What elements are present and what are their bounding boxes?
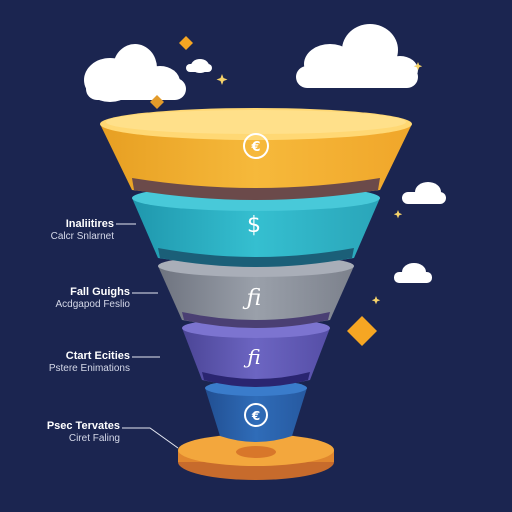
cloud-icon xyxy=(296,24,418,88)
label-4-title: Psec Tervates xyxy=(46,420,120,432)
funnel-base xyxy=(178,434,334,480)
label-2: Fall Guighs Acdgapod Feslio xyxy=(10,286,131,310)
cloud-icon xyxy=(84,44,186,102)
sparkle-icon xyxy=(216,62,423,305)
cloud-icon xyxy=(394,263,432,283)
cloud-icon xyxy=(186,59,212,73)
label-2-subtitle: Acdgapod Feslio xyxy=(55,298,131,310)
label-4: Psec Tervates Ciret Faling xyxy=(10,420,120,444)
diamond-icon xyxy=(179,36,193,50)
label-3-subtitle: Pstere Enimations xyxy=(48,362,130,374)
diamond-icon xyxy=(347,316,377,346)
label-3-title: Ctart Ecities xyxy=(65,350,130,362)
diamond-icon xyxy=(150,95,164,109)
leader-line-4 xyxy=(122,427,179,449)
tier-1-icon: € xyxy=(243,133,269,159)
tier-2-icon: $ xyxy=(247,213,261,238)
tier-3-icon: ƒi xyxy=(242,286,262,311)
label-1-title: Inaliitires xyxy=(65,218,114,230)
svg-text:€: € xyxy=(250,140,260,155)
funnel-tier-1 xyxy=(100,108,412,200)
label-1: Inaliitires Calcr Snlarnet xyxy=(10,218,114,242)
label-3: Ctart Ecities Pstere Enimations xyxy=(10,350,130,374)
label-4-subtitle: Ciret Faling xyxy=(68,432,120,444)
label-1-subtitle: Calcr Snlarnet xyxy=(50,230,114,242)
tier-4-icon: ƒi xyxy=(243,345,260,369)
tier-5-icon: € xyxy=(244,403,268,427)
svg-text:€: € xyxy=(251,409,260,423)
cloud-icon xyxy=(402,182,446,204)
label-2-title: Fall Guighs xyxy=(70,286,130,298)
